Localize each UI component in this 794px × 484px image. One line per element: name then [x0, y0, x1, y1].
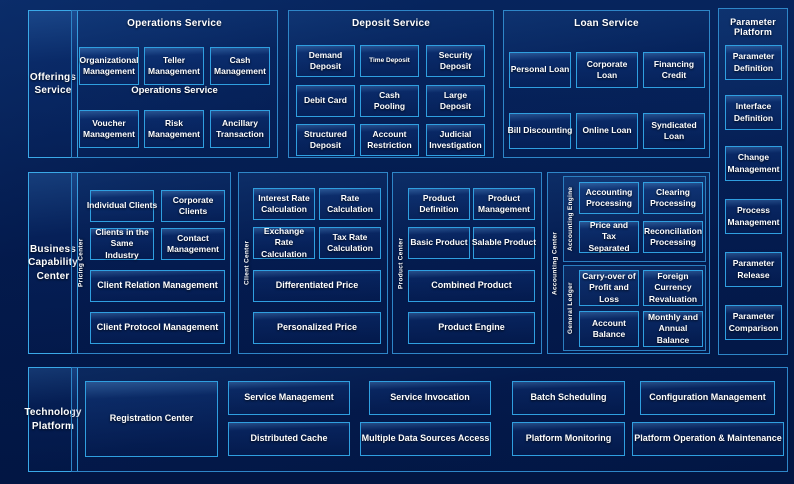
cell-corporate-clients[interactable]: Corporate Clients	[161, 190, 225, 222]
group-deposit-service[interactable]: Deposit Service	[288, 10, 494, 158]
group-accounting-center[interactable]	[547, 172, 710, 354]
cell-product-engine[interactable]: Product Engine	[408, 312, 535, 344]
cell-debit-card[interactable]: Debit Card	[296, 85, 355, 117]
lane-label-offerings-service[interactable]: Offerings Service	[28, 10, 78, 158]
vlabel-client-center: Client Center	[243, 240, 251, 286]
cell-registration-center[interactable]: Registration Center	[85, 381, 218, 457]
cell-account-balance[interactable]: Account Balance	[579, 311, 639, 347]
cell-syndicated-loan[interactable]: Syndicated Loan	[643, 113, 705, 149]
cell-foreign-currency-revaluation[interactable]: Foreign Currency Revaluation	[643, 270, 703, 306]
vlabel-pricing-center: Pricing Center	[77, 238, 85, 288]
cell-cash-pooling[interactable]: Cash Pooling	[360, 85, 419, 117]
subgroup-general-ledger[interactable]	[563, 265, 706, 351]
cell-time-deposit[interactable]: Time Deposit	[360, 45, 419, 77]
group-product-center[interactable]	[392, 172, 542, 354]
cell-corporate-loan[interactable]: Corporate Loan	[576, 52, 638, 88]
group-parameter-platform[interactable]: Parameter Platform	[718, 8, 788, 355]
cell-ancillary-transaction[interactable]: Ancillary Transaction	[210, 110, 270, 148]
cell-financing-credit[interactable]: Financing Credit	[643, 52, 705, 88]
lane-label-business-capability-center[interactable]: Business Capability Center	[28, 172, 78, 354]
cell-combined-product[interactable]: Combined Product	[408, 270, 535, 302]
cell-process-management[interactable]: Process Management	[725, 199, 782, 234]
vlabel-product-center: Product Center	[397, 237, 405, 289]
cell-accounting-processing[interactable]: Accounting Processing	[579, 182, 639, 214]
cell-carry-over-of-profit-and-loss[interactable]: Carry-over of Profit and Loss	[579, 270, 639, 306]
cell-rate-calculation[interactable]: Rate Calculation	[319, 188, 381, 220]
cell-multiple-data-sources-access[interactable]: Multiple Data Sources Access	[360, 422, 491, 456]
cell-platform-operation-and-maintenance[interactable]: Platform Operation & Maintenance	[632, 422, 784, 456]
cell-product-management[interactable]: Product Management	[473, 188, 535, 220]
cell-tax-rate-calculation[interactable]: Tax Rate Calculation	[319, 227, 381, 259]
cell-cash-management[interactable]: Cash Management	[210, 47, 270, 85]
cell-differentiated-price[interactable]: Differentiated Price	[253, 270, 381, 302]
cell-client-protocol-management[interactable]: Client Protocol Management	[90, 312, 225, 344]
cell-risk-management[interactable]: Risk Management	[144, 110, 204, 148]
cell-batch-scheduling[interactable]: Batch Scheduling	[512, 381, 625, 415]
cell-client-relation-management[interactable]: Client Relation Management	[90, 270, 225, 302]
cell-parameter-comparison[interactable]: Parameter Comparison	[725, 305, 782, 340]
cell-large-deposit[interactable]: Large Deposit	[426, 85, 485, 117]
cell-configuration-management[interactable]: Configuration Management	[640, 381, 775, 415]
group-client-center[interactable]	[238, 172, 388, 354]
cell-parameter-definition[interactable]: Parameter Definition	[725, 45, 782, 80]
vlabel-accounting-engine: Accounting Engine	[567, 186, 574, 252]
cell-account-restriction[interactable]: Account Restriction	[360, 124, 419, 156]
cell-clearing-processing[interactable]: Clearing Processing	[643, 182, 703, 214]
cell-teller-management[interactable]: Teller Management	[144, 47, 204, 85]
group-title-operations-service-duplicate: Operations Service	[131, 85, 218, 96]
cell-service-management[interactable]: Service Management	[228, 381, 350, 415]
cell-distributed-cache[interactable]: Distributed Cache	[228, 422, 350, 456]
cell-reconciliation-processing[interactable]: Reconciliation Processing	[643, 221, 703, 253]
group-pricing-center[interactable]	[71, 172, 231, 354]
cell-security-deposit[interactable]: Security Deposit	[426, 45, 485, 77]
vlabel-accounting-center: Accounting Center	[551, 231, 559, 295]
cell-demand-deposit[interactable]: Demand Deposit	[296, 45, 355, 77]
cell-service-invocation[interactable]: Service Invocation	[369, 381, 491, 415]
cell-price-and-tax-separated[interactable]: Price and Tax Separated	[579, 220, 639, 253]
cell-salable-product[interactable]: Salable Product	[472, 227, 536, 259]
group-loan-service[interactable]: Loan Service	[503, 10, 710, 158]
cell-individual-clients[interactable]: Individual Clients	[87, 190, 157, 222]
cell-interface-definition[interactable]: Interface Definition	[725, 95, 782, 130]
cell-parameter-release[interactable]: Parameter Release	[725, 252, 782, 287]
cell-judicial-investigation[interactable]: Judicial Investigation	[426, 124, 485, 156]
cell-change-management[interactable]: Change Management	[725, 146, 782, 181]
lane-label-technology-platform[interactable]: Technology Platform	[24, 367, 81, 472]
group-title-deposit-service: Deposit Service	[351, 18, 431, 29]
cell-monthly-and-annual-balance[interactable]: Monthly and Annual Balance	[643, 311, 703, 347]
cell-interest-rate-calculation[interactable]: Interest Rate Calculation	[253, 188, 315, 220]
cell-platform-monitoring[interactable]: Platform Monitoring	[512, 422, 625, 456]
group-title-operations-service: Operations Service	[127, 18, 222, 29]
cell-exchange-rate-calculation[interactable]: Exchange Rate Calculation	[253, 226, 315, 259]
cell-personalized-price[interactable]: Personalized Price	[253, 312, 381, 344]
vlabel-general-ledger: General Ledger	[567, 282, 574, 334]
cell-clients-in-the-same-industry[interactable]: Clients in the Same Industry	[90, 227, 154, 260]
group-technology-platform[interactable]	[71, 367, 788, 472]
group-title-loan-service: Loan Service	[574, 18, 639, 29]
cell-basic-product[interactable]: Basic Product	[408, 227, 470, 259]
cell-structured-deposit[interactable]: Structured Deposit	[296, 124, 355, 156]
cell-contact-management[interactable]: Contact Management	[161, 228, 225, 260]
cell-bill-discounting[interactable]: Bill Discounting	[508, 113, 572, 149]
cell-organizational-management[interactable]: Organizational Management	[79, 47, 139, 85]
group-title-parameter-platform: Parameter Platform	[730, 17, 776, 37]
cell-online-loan[interactable]: Online Loan	[576, 113, 638, 149]
cell-voucher-management[interactable]: Voucher Management	[79, 110, 139, 148]
cell-personal-loan[interactable]: Personal Loan	[509, 52, 571, 88]
cell-product-definition[interactable]: Product Definition	[408, 188, 470, 220]
subgroup-accounting-engine[interactable]	[563, 176, 706, 262]
